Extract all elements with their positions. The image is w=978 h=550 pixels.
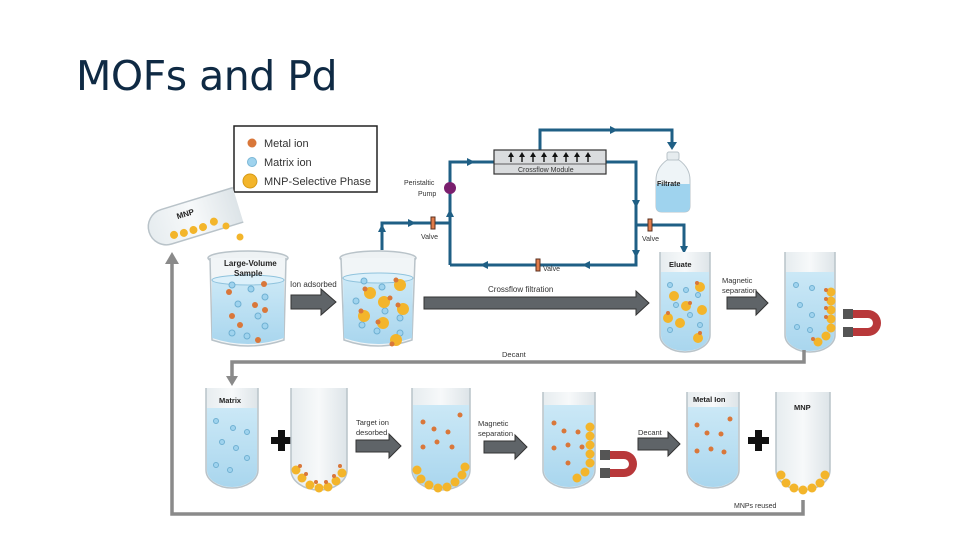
magnetic-separation-2-line1: Magnetic xyxy=(478,419,509,428)
adsorption-beaker xyxy=(339,250,417,347)
magnetic-separation-tube-1 xyxy=(784,252,836,353)
crossflow-module-label: Crossflow Module xyxy=(518,167,574,174)
mnp-tube-recovered: MNP xyxy=(775,392,831,495)
valve-label-3: Valve xyxy=(543,266,560,273)
filtrate-bottle: Filtrate xyxy=(655,151,691,213)
magnetic-separation-arrow-1 xyxy=(726,289,769,317)
mnps-reused-label: MNPs reused xyxy=(734,503,777,510)
peristaltic-pump-icon xyxy=(444,182,456,194)
magnet-icon-2 xyxy=(600,450,637,478)
matrix-ion-legend-icon xyxy=(247,157,257,167)
large-volume-label-2: Sample xyxy=(234,269,263,278)
eluate-label: Eluate xyxy=(669,260,692,269)
large-volume-label-1: Large-Volume xyxy=(224,259,277,268)
peristaltic-label-2: Pump xyxy=(418,191,436,198)
large-volume-sample-beaker: Large-Volume Sample xyxy=(207,250,289,347)
magnet-icon-1 xyxy=(843,309,881,337)
plus-icon-2 xyxy=(748,430,769,451)
target-ion-desorbed-line2: desorbed xyxy=(356,428,387,437)
mnps-reused-line xyxy=(170,262,805,516)
target-ion-desorbed-arrow xyxy=(355,432,402,460)
valve-icon-2 xyxy=(647,218,653,232)
decant-line-1 xyxy=(230,350,806,378)
mnp-label-2: MNP xyxy=(794,403,811,412)
mnp-loaded-tube xyxy=(290,388,348,493)
magnetic-separation-1-line1: Magnetic xyxy=(722,276,753,285)
legend-matrix-ion: Matrix ion xyxy=(264,157,312,169)
ion-adsorbed-label: Ion adsorbed xyxy=(290,280,337,289)
metal-ion-label: Metal Ion xyxy=(693,395,726,404)
peristaltic-label-1: Peristaltic xyxy=(404,180,435,187)
legend-metal-ion: Metal ion xyxy=(264,138,309,150)
matrix-tube: Matrix xyxy=(205,388,259,489)
valve-label-1: Valve xyxy=(421,234,438,241)
crossflow-filtration-arrow xyxy=(423,289,650,317)
plus-icon-1 xyxy=(271,430,292,451)
valve-icon-3 xyxy=(535,258,541,272)
metal-ion-legend-icon xyxy=(247,138,257,148)
decant-arrow-2 xyxy=(637,430,681,458)
mnp-pouring-tube: MNP xyxy=(147,186,244,246)
crossflow-filtration-label: Crossflow filtration xyxy=(488,285,553,294)
legend-mnp-phase: MNP-Selective Phase xyxy=(264,176,371,188)
target-ion-desorbed-line1: Target ion xyxy=(356,418,389,427)
valve-icon-1 xyxy=(430,216,436,230)
magnetic-separation-1-line2: separation xyxy=(722,286,757,295)
valve-label-2: Valve xyxy=(642,236,659,243)
magnetic-separation-arrow-2 xyxy=(483,433,528,461)
slide-title: MOFs and Pd xyxy=(76,52,338,100)
filtrate-label: Filtrate xyxy=(657,181,680,188)
desorbed-tube xyxy=(411,388,471,493)
ion-adsorbed-arrow xyxy=(290,287,337,317)
matrix-label: Matrix xyxy=(219,396,242,405)
mnp-legend-icon xyxy=(242,173,258,189)
magnetic-separation-2-line2: separation xyxy=(478,429,513,438)
decant-label-1: Decant xyxy=(502,350,527,359)
crossflow-pipe-network xyxy=(380,128,686,267)
decant-label-2: Decant xyxy=(638,428,663,437)
crossflow-module: Crossflow Module xyxy=(493,149,607,175)
legend: Metal ion Matrix ion MNP-Selective Phase xyxy=(233,125,378,193)
metal-ion-tube: Metal Ion xyxy=(686,392,740,489)
magnetic-separation-tube-2 xyxy=(542,392,596,489)
eluate-tube: Eluate xyxy=(659,252,711,353)
